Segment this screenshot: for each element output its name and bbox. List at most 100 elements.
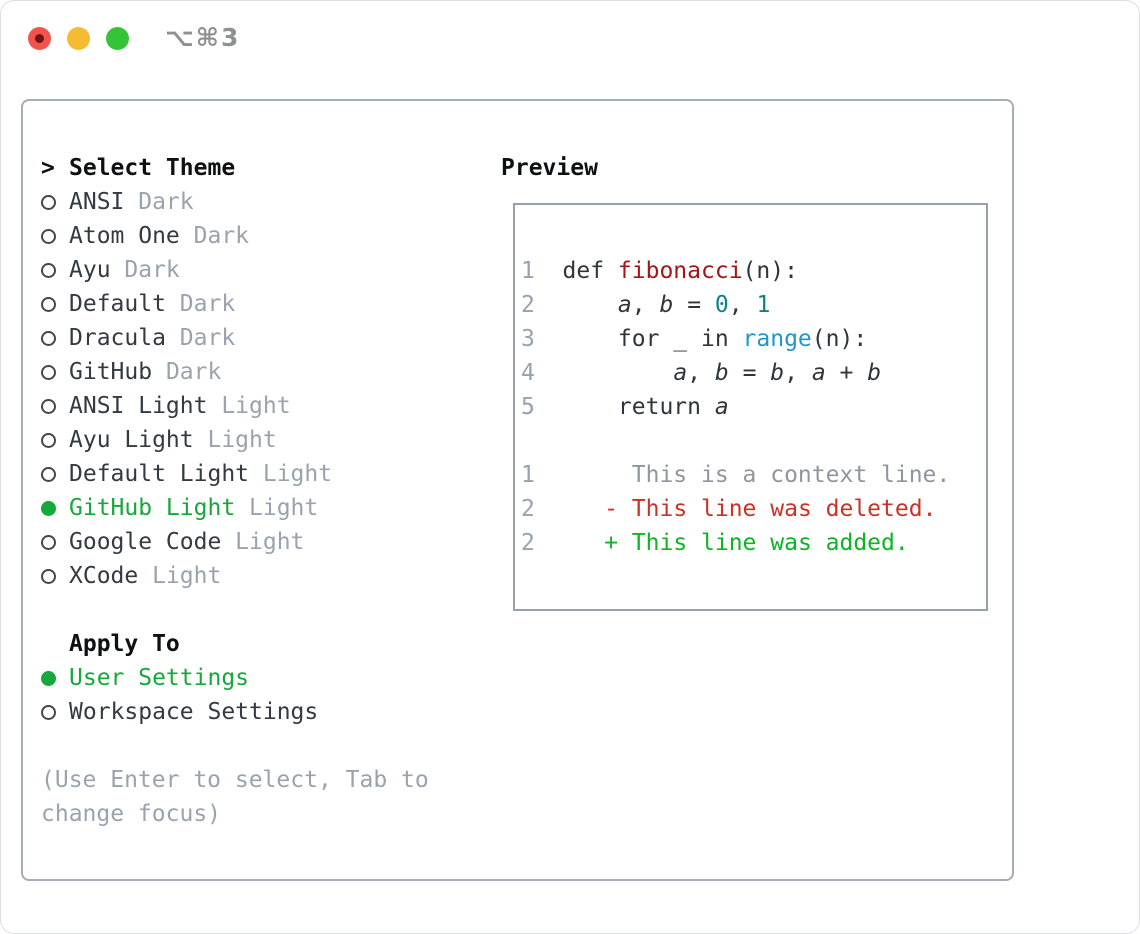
- radio-icon: [41, 568, 56, 584]
- theme-name: Default Light: [69, 461, 250, 487]
- radio-icon: [41, 466, 56, 482]
- apply-to-label: User Settings: [69, 665, 250, 691]
- select-theme-title: Select Theme: [69, 155, 236, 181]
- radio-marker: [41, 466, 69, 482]
- help-text: (Use Enter to select, Tab to change focu…: [41, 767, 429, 827]
- code-segment: [563, 356, 674, 390]
- code-segment: 1: [756, 292, 771, 318]
- radio-icon: [41, 194, 56, 210]
- theme-option[interactable]: Ayu Light Light: [41, 423, 491, 457]
- theme-name: Ayu: [69, 257, 111, 283]
- radio-marker: [41, 262, 69, 278]
- code-segment: b: [659, 292, 674, 318]
- code-segment: (n):: [742, 258, 798, 284]
- apply-to-option[interactable]: User Settings: [41, 661, 491, 695]
- code-segment: return: [562, 394, 715, 420]
- radio-marker: [41, 364, 69, 380]
- code-line: [521, 424, 986, 458]
- line-number: 2: [521, 292, 535, 318]
- code-line: 5 return a: [521, 390, 986, 424]
- line-number: 5: [521, 394, 535, 420]
- radio-icon: [41, 330, 56, 346]
- theme-name: Atom One: [69, 223, 180, 249]
- radio-icon: [41, 704, 56, 720]
- theme-variant-label: Light: [249, 495, 319, 521]
- radio-icon: [41, 262, 56, 278]
- spacer: [41, 593, 491, 627]
- code-segment: This is a context line.: [562, 462, 951, 488]
- radio-marker: [41, 534, 69, 550]
- radio-marker: [41, 194, 69, 210]
- prompt-icon: >: [41, 155, 55, 181]
- theme-variant-label: Light: [221, 393, 291, 419]
- close-button[interactable]: [28, 27, 51, 50]
- titlebar: ⌥⌘3: [1, 1, 1139, 75]
- code-line: 3 for _ in range(n):: [521, 322, 986, 356]
- theme-name: Dracula: [69, 325, 166, 351]
- radio-marker: [41, 398, 69, 414]
- theme-name: XCode: [69, 563, 139, 589]
- theme-name: Default: [69, 291, 166, 317]
- code-segment: =: [673, 292, 715, 318]
- theme-name: GitHub Light: [69, 495, 236, 521]
- radio-selected-icon: [41, 500, 56, 516]
- code-segment: b: [714, 360, 729, 386]
- apply-to-option[interactable]: Workspace Settings: [41, 695, 491, 729]
- radio-marker: [41, 228, 69, 244]
- radio-icon: [41, 432, 56, 448]
- theme-variant-label: Dark: [179, 325, 236, 351]
- code-segment: [563, 492, 605, 526]
- minimize-button[interactable]: [67, 27, 90, 50]
- zoom-button[interactable]: [106, 27, 129, 50]
- apply-to-label: Workspace Settings: [69, 699, 319, 725]
- theme-option[interactable]: Default Dark: [41, 287, 491, 321]
- preview-header: Preview: [501, 151, 598, 185]
- theme-variant-label: Dark: [179, 291, 236, 317]
- theme-variant-label: Dark: [138, 189, 194, 215]
- theme-name: GitHub: [69, 359, 153, 385]
- code-segment: - This line was deleted.: [604, 496, 937, 522]
- radio-icon: [41, 364, 56, 380]
- line-number: [521, 424, 535, 458]
- code-segment: ,: [631, 292, 660, 318]
- radio-marker: [41, 568, 69, 584]
- theme-variant-label: Dark: [165, 359, 222, 385]
- code-segment: ,: [784, 360, 812, 386]
- preview-title: Preview: [501, 155, 598, 181]
- theme-variant-label: Light: [207, 427, 277, 453]
- code-segment: [563, 526, 605, 560]
- code-segment: [563, 288, 618, 322]
- theme-option[interactable]: GitHub Light Light: [41, 491, 491, 525]
- code-line: 2 - This line was deleted.: [521, 492, 986, 526]
- theme-name: Google Code: [69, 529, 222, 555]
- line-number: 3: [521, 326, 535, 352]
- code-segment: b: [867, 360, 882, 386]
- code-segment: +: [825, 360, 868, 386]
- code-segment: (n):: [811, 326, 868, 352]
- close-dot-icon: [35, 34, 44, 43]
- radio-marker: [41, 296, 69, 312]
- theme-option[interactable]: GitHub Dark: [41, 355, 491, 389]
- theme-option[interactable]: Dracula Dark: [41, 321, 491, 355]
- code-segment: a: [714, 394, 729, 420]
- code-segment: for _ in: [562, 326, 743, 352]
- radio-icon: [41, 398, 56, 414]
- radio-selected-icon: [41, 670, 56, 686]
- code-line: 4 a, b = b, a + b: [521, 356, 986, 390]
- spacer: [41, 729, 491, 763]
- theme-name: Ayu Light: [69, 427, 194, 453]
- line-number: 1: [521, 462, 535, 488]
